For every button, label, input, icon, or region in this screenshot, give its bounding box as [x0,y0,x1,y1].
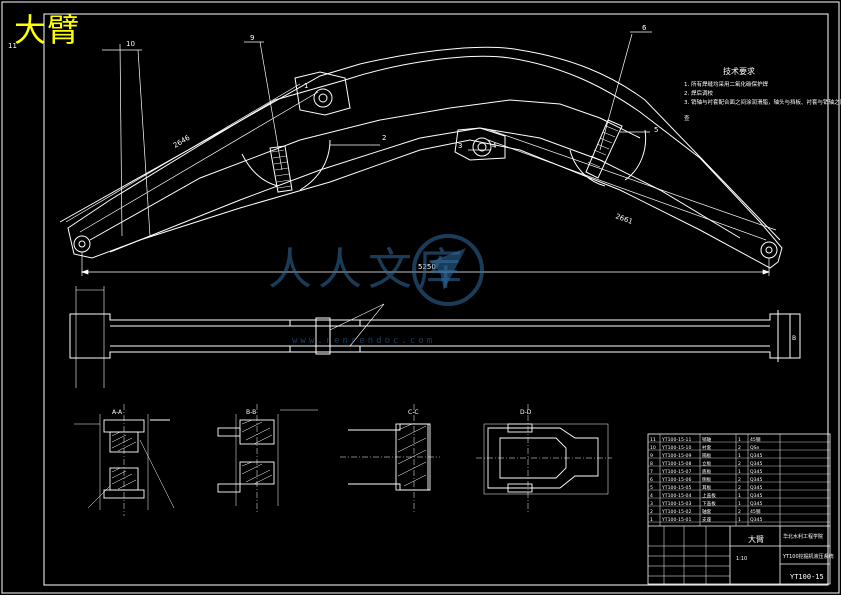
bom-cell: 1 [738,493,741,499]
bom-cell: 下盖板 [702,500,716,507]
bom-cell: Q345 [750,469,762,475]
bom-cell: Q345 [750,493,762,499]
bom-cell: 6 [650,477,653,483]
bom-cell: 2 [738,485,741,491]
section-b [217,404,318,514]
title-scale: 1:10 [736,556,747,562]
bom-cell: 侧板 [702,476,712,483]
section-d [476,404,612,514]
bom-cell: 2 [738,477,741,483]
bom-cell: 1 [738,437,741,443]
title-drawing-no: YT100-15 [790,573,824,581]
callout-leaders [102,31,652,237]
bom-cell: 45钢 [750,508,761,515]
bom-cell: Q345 [750,461,762,467]
bom-cell: YT100-15-06 [661,477,691,483]
bom-cell: QSn [750,445,760,451]
bom-cell: YT100-15-02 [661,509,691,515]
callout-11: 11 [8,42,17,50]
bom-cell: 轴套 [702,508,712,515]
section-c [340,404,440,514]
bom-cell: 5 [650,485,653,491]
inner-border [43,13,829,586]
bom-cell: 销轴 [702,436,712,443]
bom-cell: 2 [738,461,741,467]
boom-plan-view [69,286,801,388]
callout-1: 1 [304,82,308,90]
tech-item-1: 1. 所有焊缝均采用二氧化碳保护焊 [684,80,768,88]
bom-cell: YT100-15-11 [661,437,691,443]
callout-2: 2 [382,134,386,142]
section-d-label: D-D [520,409,532,416]
callout-5: 5 [654,126,658,134]
section-a [74,404,175,516]
callout-3: 3 [458,142,462,150]
tech-requirements: 技术要求 1. 所有焊缝均采用二氧化碳保护焊 2. 焊后调校 3. 销轴与衬套配… [684,66,841,122]
bom-cell: 底板 [702,468,712,475]
bom-cell: 2 [738,509,741,515]
bom-cell: 衬套 [702,444,712,451]
bom-cell: 1 [738,517,741,523]
bom-cell: 8 [650,461,653,467]
bom-cell: 2 [650,509,653,515]
bom-cell: YT100-15-08 [661,461,691,467]
section-b-label: B-B [246,409,256,416]
bom-cell: 9 [650,453,653,459]
bom-cell: 上盖板 [702,492,716,499]
bom-cell: 支座 [702,516,712,523]
bom-cell: YT100-15-09 [661,453,691,459]
title-part-name: 大臂 [748,534,764,544]
bom-cell: Q345 [750,453,762,459]
bom-cell: YT100-15-03 [661,501,691,507]
bom-cell: 7 [650,469,653,475]
bom-cell: 11 [650,437,656,443]
tech-item-2: 2. 焊后调校 [684,89,713,97]
bom-cell: Q345 [750,485,762,491]
bom-cell: 1 [738,453,741,459]
tech-item-4: 查 [684,114,690,122]
bom-cell: YT100-15-07 [661,469,691,475]
tech-heading: 技术要求 [723,66,755,76]
bom-cell: YT100-15-04 [661,493,691,499]
dim-b: B [792,335,796,342]
bom-cell: 2 [738,445,741,451]
bom-cell: Q345 [750,501,762,507]
elevation-dimensions [65,83,777,276]
watermark-url: www.renrendoc.com [292,336,436,346]
callout-4: 4 [492,142,497,150]
bom-cell: YT100-15-05 [661,485,691,491]
bom-cell: 1 [650,517,653,523]
bom-cell: 1 [738,469,741,475]
bom-cell: Q345 [750,477,762,483]
bom-cell: YT100-15-10 [661,445,691,451]
tech-item-3: 3. 销轴与衬套配合面之间涂润滑脂，轴头与挡板、衬套与销轴之间的间隙按图示装配 [684,98,841,106]
bom-cell: 隔板 [702,452,712,459]
callout-10: 10 [126,40,135,48]
bom-cell: 10 [650,445,656,451]
bom-cell: 1 [738,501,741,507]
bom-cell: 45钢 [750,436,761,443]
bom-cell: 3 [650,501,653,507]
title-subtitle: YT100挖掘机液压系统 [782,553,834,560]
sheet-title: 大臂 [14,11,81,49]
callout-9: 9 [250,34,254,42]
bom-cell: 耳板 [702,484,712,491]
bom-cell: 4 [650,493,653,499]
bom-cell: Q345 [750,517,762,523]
boom-elevation [59,46,783,269]
title-school: 华北水利工程学院 [783,533,823,540]
watermark-text: 人人文库 [268,244,468,295]
callout-6: 6 [642,24,647,32]
bom-table [648,441,830,523]
bom-cell: 立板 [702,460,712,467]
dim-left-diag: 2646 [172,133,192,149]
title-block [647,433,831,585]
section-c-label: C-C [408,409,419,416]
bom-cell: YT100-15-01 [661,517,691,523]
section-a-label: A-A [112,409,123,416]
dim-right-diag: 2661 [614,212,633,226]
